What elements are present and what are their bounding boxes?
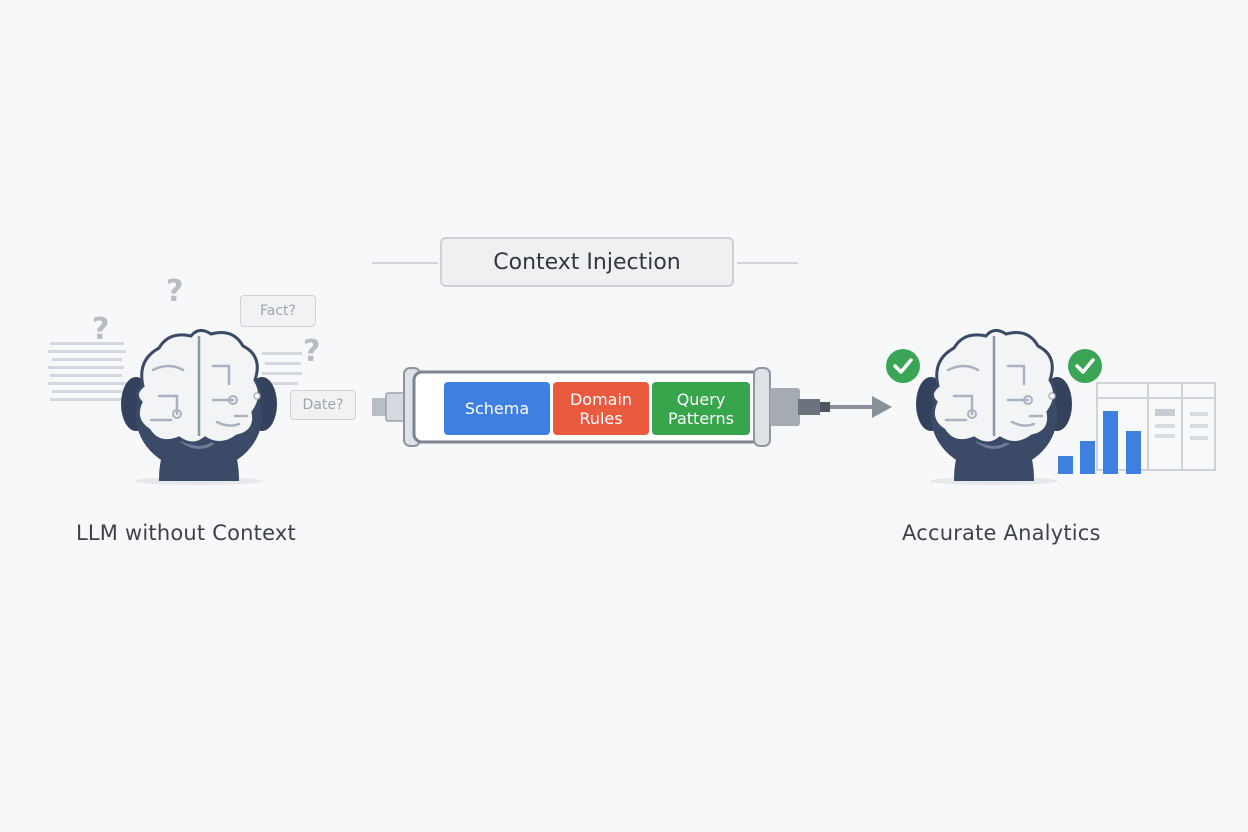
check-icon xyxy=(1068,349,1102,383)
check-icon xyxy=(886,349,920,383)
left-label: LLM without Context xyxy=(76,521,296,545)
query-patterns-line1: Query xyxy=(676,389,726,409)
date-bubble: Date? xyxy=(290,390,356,420)
bar-chart-icon xyxy=(1058,411,1141,474)
brain-head-right-icon xyxy=(914,328,1074,487)
arrow-right-icon xyxy=(830,396,892,418)
fact-bubble: Fact? xyxy=(240,295,316,327)
noise-text-icon xyxy=(48,342,302,401)
domain-rules-line2: Rules xyxy=(579,408,623,428)
right-label: Accurate Analytics xyxy=(902,521,1101,545)
domain-rules-block: Domain Rules xyxy=(553,382,649,435)
schema-block: Schema xyxy=(444,382,550,435)
brain-head-left-icon xyxy=(119,328,279,487)
query-patterns-line2: Patterns xyxy=(668,408,734,428)
query-patterns-block: Query Patterns xyxy=(652,382,750,435)
diagram-title: Context Injection xyxy=(440,237,734,287)
domain-rules-line1: Domain xyxy=(569,389,633,409)
question-mark-icon: ? xyxy=(303,334,321,369)
schema-block-label: Schema xyxy=(464,399,530,418)
question-mark-icon: ? xyxy=(166,274,184,309)
question-mark-icon: ? xyxy=(92,312,110,347)
